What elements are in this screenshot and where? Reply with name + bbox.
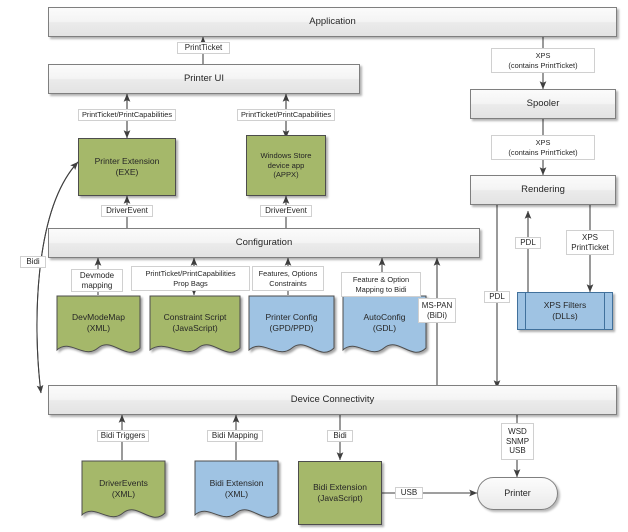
edge-label-bidi-short: Bidi xyxy=(327,430,353,442)
edge-label-xps-printticket-line2: PrintTicket xyxy=(571,242,609,252)
node-xps-filters[interactable]: XPS Filters (DLLs) xyxy=(517,292,613,330)
node-configuration[interactable]: Configuration xyxy=(48,228,480,258)
edge-label-feature-map-line1: Feature & Option xyxy=(352,275,410,285)
edge-label-wsd-line2: SNMP xyxy=(505,436,530,446)
edge-label-xps-printticket: XPS PrintTicket xyxy=(566,230,614,255)
edge-label-ms-pan-line1: MS-PAN xyxy=(421,300,453,310)
edge-label-xps-mid-line1: XPS xyxy=(535,138,551,148)
edge-label-wsd-snmp-usb: WSD SNMP USB xyxy=(501,423,534,460)
edge-label-xps-contains-printticket-mid: XPS (contains PrintTicket) xyxy=(491,135,595,160)
shape-autoconfig xyxy=(342,295,427,353)
node-driverevents-line2: (XML) xyxy=(111,489,136,499)
node-printer-extension-line1: Printer Extension xyxy=(94,156,160,167)
edge-label-propbags-line2: Prop Bags xyxy=(173,278,208,288)
edge-label-xps-contains-printticket-top: XPS (contains PrintTicket) xyxy=(491,48,595,73)
node-printer-ui-label: Printer UI xyxy=(183,72,225,84)
node-autoconfig[interactable]: AutoConfig (GDL) xyxy=(343,300,426,346)
node-printer-extension-line2: (EXE) xyxy=(115,167,139,177)
edge-label-xps-mid-line2: (contains PrintTicket) xyxy=(508,147,578,157)
node-windows-store-device-app-line1: Windows Store xyxy=(260,150,312,160)
edge-label-bidi-triggers: Bidi Triggers xyxy=(97,430,149,442)
node-windows-store-device-app-line2: device app xyxy=(267,160,305,170)
shape-printer-config xyxy=(248,295,335,353)
node-printer-config[interactable]: Printer Config (GPD/PPD) xyxy=(249,300,334,346)
node-driverevents[interactable]: DriverEvents (XML) xyxy=(82,466,165,512)
node-device-connectivity[interactable]: Device Connectivity xyxy=(48,385,617,415)
edge-label-features-options-constraints: Features, Options Constraints xyxy=(252,266,324,291)
node-windows-store-device-app[interactable]: Windows Store device app (APPX) xyxy=(246,135,326,196)
node-devmodemap-line1: DevModeMap xyxy=(72,311,125,322)
edge-label-wsd-line3: USB xyxy=(509,446,526,456)
edge-label-propbags-line1: PrintTicket/PrintCapabilities xyxy=(145,269,236,279)
node-constraint-script[interactable]: Constraint Script (JavaScript) xyxy=(150,300,240,346)
shape-devmodemap xyxy=(56,295,141,353)
node-bidi-extension-javascript-line1: Bidi Extension xyxy=(313,482,367,493)
edge-label-ms-pan-bidi: MS-PAN (BiDi) xyxy=(418,298,456,323)
node-rendering[interactable]: Rendering xyxy=(470,175,616,205)
edge-label-driverevent-right: DriverEvent xyxy=(260,205,312,217)
edge-label-usb: USB xyxy=(395,487,423,499)
node-spooler[interactable]: Spooler xyxy=(470,89,616,119)
node-configuration-label: Configuration xyxy=(235,236,293,248)
edge-label-printticket-printcapabilities-left: PrintTicket/PrintCapabilities xyxy=(78,109,176,121)
node-printer-config-line1: Printer Config xyxy=(265,311,318,322)
node-application[interactable]: Application xyxy=(48,7,617,37)
edge-label-features-line2: Constraints xyxy=(269,278,307,288)
edge-label-ms-pan-line2: (BiDi) xyxy=(427,310,447,320)
node-driverevents-line1: DriverEvents xyxy=(99,477,148,488)
node-spooler-label: Spooler xyxy=(526,97,560,109)
edge-label-pdl-center: PDL xyxy=(515,237,541,249)
node-bidi-extension-xml[interactable]: Bidi Extension (XML) xyxy=(195,466,278,512)
node-autoconfig-line2: (GDL) xyxy=(372,323,397,333)
edge-label-devmode-mapping-line2: mapping xyxy=(81,280,113,290)
node-autoconfig-line1: AutoConfig xyxy=(363,311,406,322)
node-constraint-script-line1: Constraint Script xyxy=(163,311,227,322)
node-windows-store-device-app-line3: (APPX) xyxy=(273,170,299,180)
edge-label-bidi-side: Bidi xyxy=(20,256,46,268)
node-printer-extension[interactable]: Printer Extension (EXE) xyxy=(78,138,176,196)
node-rendering-label: Rendering xyxy=(521,183,565,195)
edge-label-wsd-line1: WSD xyxy=(508,426,527,436)
node-devmodemap[interactable]: DevModeMap (XML) xyxy=(57,300,140,346)
edge-label-printticket: PrintTicket xyxy=(177,42,230,54)
edge-label-bidi-mapping: Bidi Mapping xyxy=(207,430,263,442)
edge-label-devmode-mapping-line1: Devmode xyxy=(79,270,115,280)
node-bidi-extension-javascript-line2: (JavaScript) xyxy=(317,493,363,503)
edge-label-feature-option-mapping-to-bidi: Feature & Option Mapping to Bidi xyxy=(341,272,421,297)
node-printer-config-line2: (GPD/PPD) xyxy=(269,323,314,333)
edge-label-feature-map-line2: Mapping to Bidi xyxy=(355,284,407,294)
node-printer-label: Printer xyxy=(504,487,531,498)
edge-label-xps-top-line1: XPS xyxy=(535,51,551,61)
node-constraint-script-line2: (JavaScript) xyxy=(172,323,218,333)
edge-label-xps-top-line2: (contains PrintTicket) xyxy=(508,60,578,70)
edge-label-printticket-printcapabilities-right: PrintTicket/PrintCapabilities xyxy=(237,109,335,121)
node-application-label: Application xyxy=(309,15,356,27)
shape-bidi-extension-xml xyxy=(194,460,279,518)
edge-label-features-line1: Features, Options xyxy=(258,269,318,279)
edge-label-driverevent-left: DriverEvent xyxy=(101,205,153,217)
node-xps-filters-line1: XPS Filters xyxy=(543,299,587,310)
edge-label-xps-printticket-line1: XPS xyxy=(581,232,598,242)
node-bidi-extension-xml-line1: Bidi Extension xyxy=(209,477,264,488)
node-printer[interactable]: Printer xyxy=(477,477,558,510)
node-bidi-extension-xml-line2: (XML) xyxy=(224,489,249,499)
node-xps-filters-line2: (DLLs) xyxy=(552,311,578,321)
node-bidi-extension-javascript[interactable]: Bidi Extension (JavaScript) xyxy=(298,461,382,525)
edge-label-pdl-left: PDL xyxy=(484,291,510,303)
node-device-connectivity-label: Device Connectivity xyxy=(290,393,375,405)
node-devmodemap-line2: (XML) xyxy=(86,323,111,333)
edge-label-propbags: PrintTicket/PrintCapabilities Prop Bags xyxy=(131,266,250,291)
shape-driverevents xyxy=(81,460,166,518)
shape-constraint-script xyxy=(149,295,241,353)
edge-label-devmode-mapping: Devmode mapping xyxy=(71,269,123,292)
node-printer-ui[interactable]: Printer UI xyxy=(48,64,360,94)
